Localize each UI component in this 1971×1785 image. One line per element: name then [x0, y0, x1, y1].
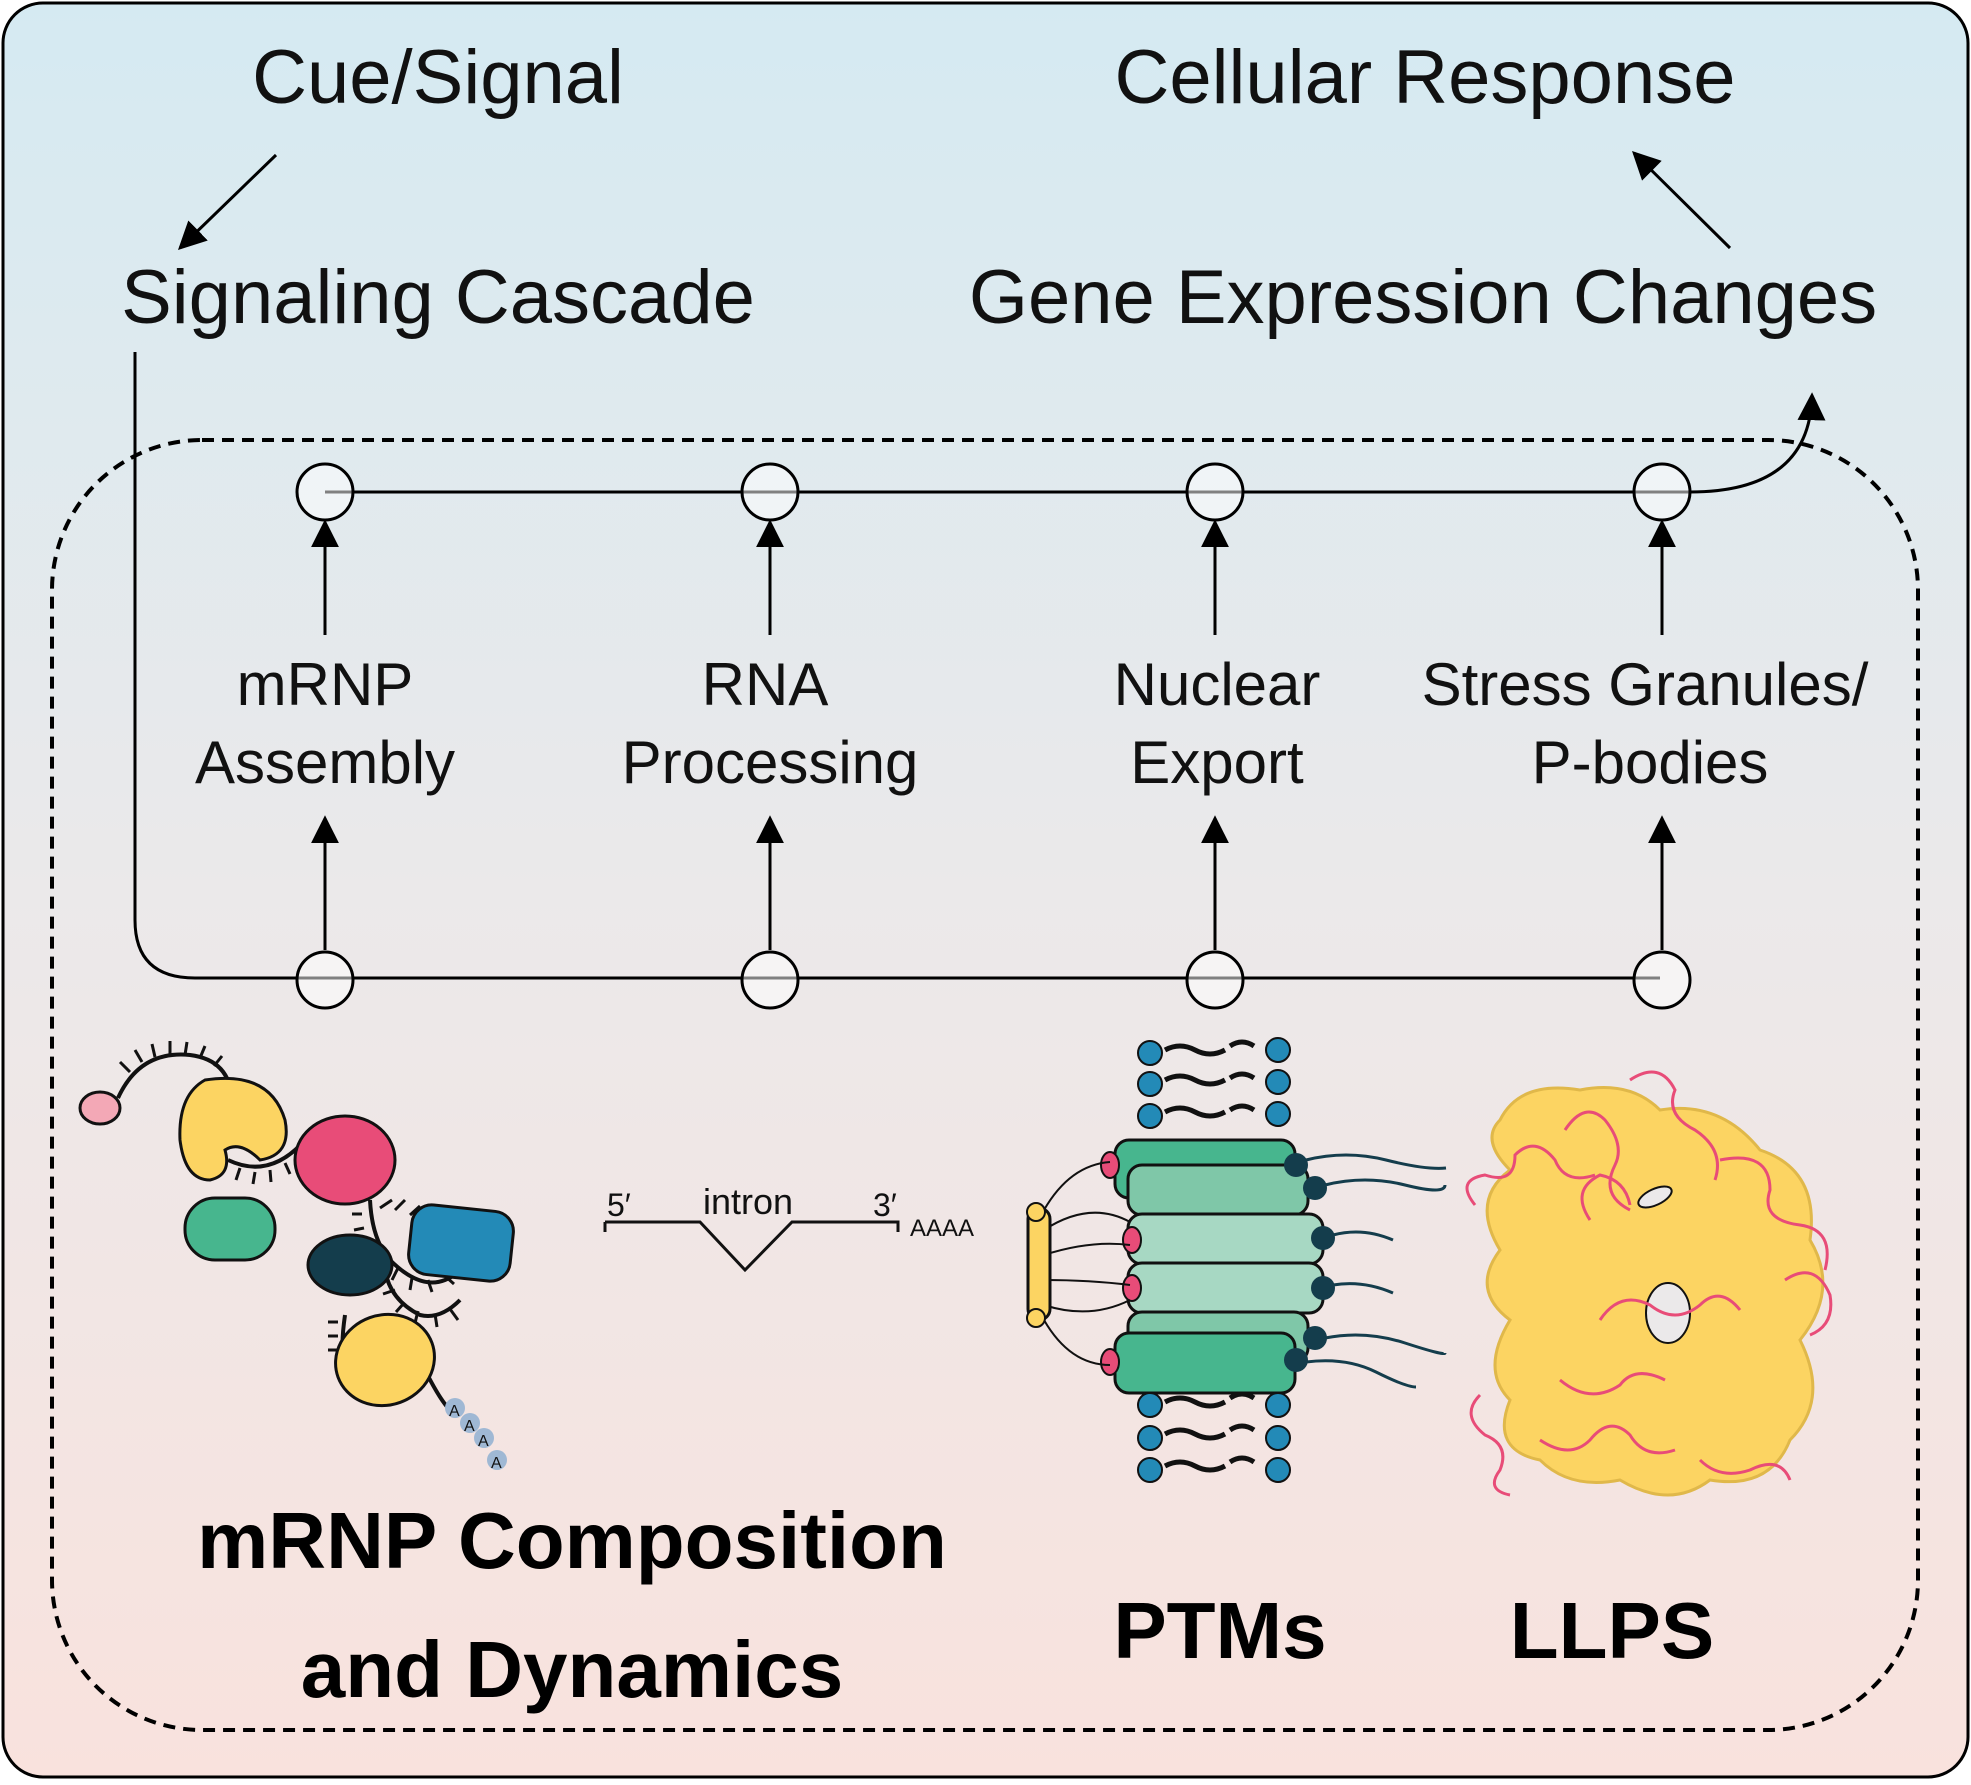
polya-tail: A A A A [445, 1398, 507, 1472]
llps-label: LLPS [1510, 1586, 1714, 1675]
cellular-response-label: Cellular Response [1115, 35, 1736, 120]
cascade-path [133, 352, 1660, 980]
rna-strand [116, 1052, 462, 1412]
barrel-4 [1126, 1261, 1325, 1315]
dashed-region [50, 438, 1920, 1732]
node-top-2 [740, 462, 800, 522]
gene-expression-changes-label: Gene Expression Changes [969, 255, 1877, 340]
splice-line [603, 1220, 900, 1273]
yellow-protein-2 [334, 1312, 436, 1408]
ptms-label: PTMs [1113, 1586, 1326, 1675]
navy-protein [306, 1233, 394, 1297]
mrnp-composition-line2: and Dynamics [301, 1625, 843, 1714]
five-prime-cap [78, 1090, 122, 1126]
mrnp-illustration: A A A A [78, 1041, 515, 1472]
condensate-hole-1 [1637, 1185, 1673, 1209]
process-2-line1: RNA [702, 651, 829, 718]
process-nodes [295, 462, 1692, 1010]
process-4-line1: Stress Granules/ [1422, 651, 1869, 718]
yellow-protein-1 [178, 1076, 288, 1182]
node-bottom-4 [1632, 950, 1692, 1010]
node-top-3 [1185, 462, 1245, 522]
navy-tails [1305, 1153, 1447, 1389]
process-3-line1: Nuclear [1114, 651, 1321, 718]
three-prime-label: 3′ [873, 1187, 897, 1223]
cue-signal-label: Cue/Signal [252, 35, 624, 120]
node-top-1 [295, 462, 355, 522]
barrel-3 [1126, 1212, 1325, 1266]
llps-illustration [1465, 1070, 1833, 1497]
polya-letter-1: A [449, 1403, 460, 1420]
process-1-line1: mRNP [237, 651, 414, 718]
rna-loops [1465, 1070, 1833, 1497]
polya-letter-2: A [464, 1418, 475, 1435]
node-bottom-2 [740, 950, 800, 1010]
polya-letter-3: A [478, 1433, 489, 1450]
process-3-line2: Export [1130, 729, 1304, 796]
mrnp-composition-line1: mRNP Composition [197, 1496, 947, 1585]
barrel-6 [1113, 1331, 1297, 1395]
five-prime-label: 5′ [607, 1187, 631, 1223]
expression-to-response-arrow [1632, 151, 1732, 250]
lipid-bottom-tails [1163, 1391, 1256, 1473]
polya-letter-4: A [491, 1455, 502, 1472]
process-2-line2: Processing [622, 729, 919, 796]
lipid-top [1137, 1037, 1291, 1129]
polya-label: AAAA [910, 1215, 974, 1242]
signaling-cascade-label: Signaling Cascade [121, 255, 755, 340]
yellow-tether [1026, 1206, 1052, 1322]
navy-dots [1284, 1153, 1335, 1372]
ptms-illustration [1026, 1037, 1447, 1483]
lipid-bottom [1137, 1392, 1291, 1483]
barrel-2 [1126, 1163, 1310, 1217]
node-bottom-3 [1185, 950, 1245, 1010]
pink-caps [1100, 1151, 1142, 1376]
tether-end-top [1026, 1202, 1046, 1222]
process-4-line2: P-bodies [1532, 729, 1769, 796]
tether-end-bottom [1026, 1308, 1046, 1328]
node-bottom-1 [295, 950, 355, 1010]
rna-processing-schematic: 5′ intron 3′ AAAA [603, 1181, 974, 1273]
process-1-line2: Assembly [195, 729, 455, 796]
cue-to-cascade-arrow [177, 153, 278, 250]
intron-label: intron [703, 1181, 793, 1222]
yellow-tether-lines [1043, 1161, 1131, 1366]
pink-protein [293, 1114, 397, 1206]
node-top-4 [1632, 462, 1692, 522]
green-protein [183, 1196, 277, 1262]
lipid-top-tails [1163, 1039, 1256, 1119]
blue-protein [407, 1203, 515, 1283]
upper-path [325, 392, 1826, 494]
